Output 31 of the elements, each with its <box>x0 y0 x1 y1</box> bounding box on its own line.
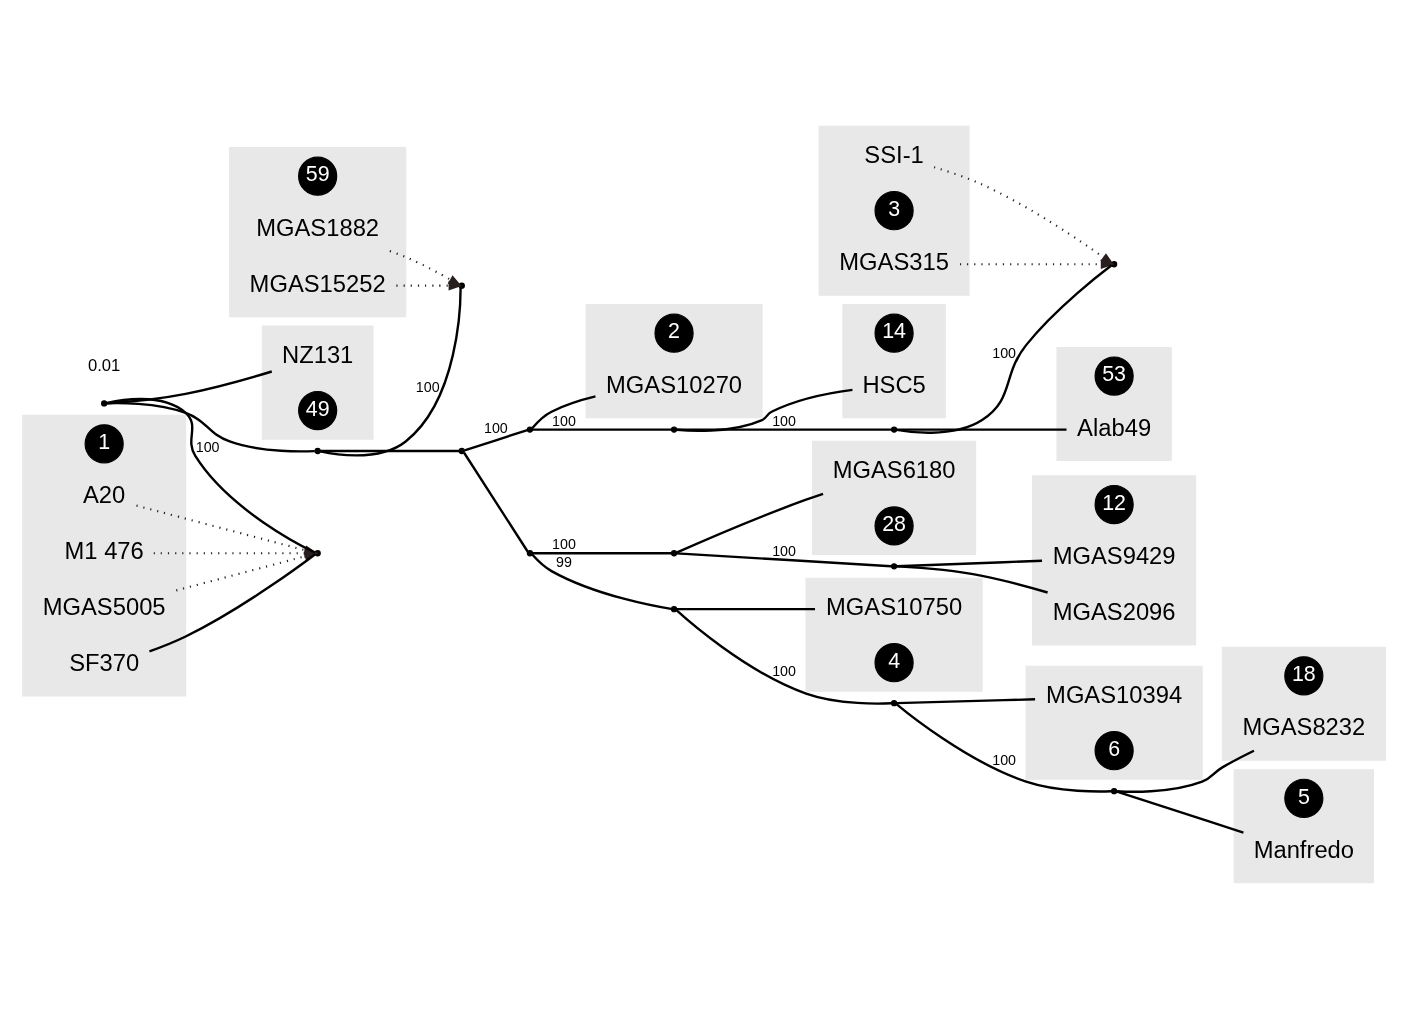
node-text: NZ131 <box>281 340 354 368</box>
node-text: HSC5 <box>862 370 926 398</box>
node-text: MGAS15252 <box>249 269 386 297</box>
edge-label: 100 <box>772 412 796 429</box>
edge-label: 100 <box>195 438 220 455</box>
node-text: MGAS10270 <box>606 370 743 398</box>
edge-label: 100 <box>772 543 796 560</box>
node-text: MGAS315 <box>839 248 949 276</box>
node-text: M1 476 <box>64 537 144 565</box>
node-text: SSI-1 <box>864 141 924 169</box>
node-text: MGAS1882 <box>256 213 380 241</box>
node-text: MGAS8232 <box>1242 713 1366 741</box>
edge-label: 99 <box>556 554 572 571</box>
node-text: MGAS6180 <box>832 456 956 484</box>
edge-label: 100 <box>483 419 508 436</box>
node-text: Manfredo <box>1253 835 1355 863</box>
node-text: MGAS10750 <box>826 593 963 621</box>
edge-label: 100 <box>992 344 1017 361</box>
node-text: SF370 <box>69 649 140 677</box>
edge-label: 100 <box>992 751 1017 768</box>
node-text: MGAS2096 <box>1052 597 1176 625</box>
edge-label: 100 <box>415 379 440 396</box>
node-text: Alab49 <box>1077 413 1152 441</box>
label: 0.01 <box>87 355 121 375</box>
edge-label: 100 <box>552 536 576 553</box>
node-text: MGAS9429 <box>1052 541 1176 569</box>
edge-label: 100 <box>772 663 796 680</box>
node-text: A20 <box>83 481 126 509</box>
edge-label: 100 <box>552 412 576 429</box>
node-text: MGAS10394 <box>1046 681 1183 709</box>
node-text: MGAS5005 <box>42 593 166 621</box>
